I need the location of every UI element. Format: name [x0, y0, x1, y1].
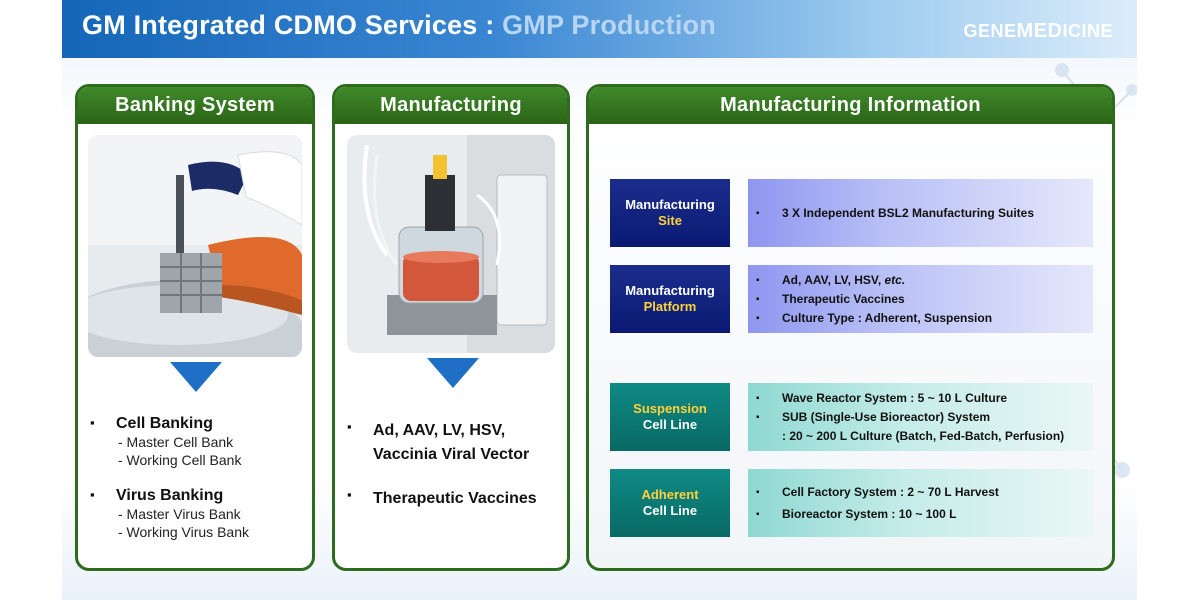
manufacturing-platform-row: Manufacturing Platform ▪ Ad, AAV, LV, HSV…: [610, 265, 1095, 333]
bullet-icon: ▪: [347, 487, 352, 502]
manufacturing-platform-info: ▪ Ad, AAV, LV, HSV, etc. ▪ Therapeutic Vac…: [748, 265, 1093, 333]
bullet-icon: ▪: [756, 412, 760, 423]
label-line-2: Platform: [643, 299, 697, 314]
adherent-cell-line-info: ▪Cell Factory System : 2 ~ 70 L Harvest …: [748, 469, 1093, 537]
manufacturing-information-panel: Manufacturing Information Manufacturing …: [586, 84, 1115, 571]
info-item: Culture Type : Adherent, Suspension: [782, 310, 993, 325]
working-cell-bank: - Working Cell Bank: [118, 452, 242, 468]
master-cell-bank: - Master Cell Bank: [118, 434, 234, 450]
down-arrow-icon: [427, 358, 479, 388]
info-item: Bioreactor System : 10 ~ 100 L: [782, 506, 957, 521]
virus-banking-list: ▪ Virus Banking - Master Virus Bank - Wo…: [90, 487, 249, 541]
manufacturing-information-heading: Manufacturing Information: [589, 87, 1112, 124]
info-item-etc: etc.: [884, 272, 906, 287]
cell-banking-list: ▪ Cell Banking - Master Cell Bank - Work…: [90, 415, 241, 469]
page-title-sub: GMP Production: [502, 10, 716, 40]
page-title: GM Integrated CDMO Services : GMP Produc…: [82, 10, 716, 41]
bullet-icon: ▪: [756, 293, 760, 305]
suspension-cell-line-label: Suspension Cell Line: [610, 383, 730, 451]
viral-vector-item: Ad, AAV, LV, HSV, Vaccinia Viral Vector: [373, 422, 530, 463]
bullet-icon: ▪: [756, 486, 760, 498]
info-item: Wave Reactor System : 5 ~ 10 L Culture: [782, 391, 1008, 405]
label-line-1: Manufacturing: [625, 197, 715, 212]
info-item: Ad, AAV, LV, HSV,: [782, 272, 885, 287]
cell-banking-photo: [88, 135, 302, 357]
info-item: Cell Factory System : 2 ~ 70 L Harvest: [782, 484, 999, 499]
slide: GM Integrated CDMO Services : GMP Produc…: [62, 0, 1137, 600]
therapeutic-vaccines-item: Therapeutic Vaccines: [373, 490, 537, 507]
logo-text-2: MED: [1016, 20, 1063, 42]
down-arrow-icon: [170, 362, 222, 392]
bullet-icon: ▪: [347, 419, 352, 434]
adherent-cell-line-label: Adherent Cell Line: [610, 469, 730, 537]
manufacturing-site-label: Manufacturing Site: [610, 179, 730, 247]
info-item: SUB (Single-Use Bioreactor) System: [782, 410, 991, 424]
adherent-cell-line-row: Adherent Cell Line ▪ Cell Factory System …: [610, 469, 1095, 537]
label-line-2: Site: [658, 213, 682, 228]
banking-system-heading: Banking System: [78, 87, 312, 124]
title-bar: GM Integrated CDMO Services : GMP Produc…: [62, 0, 1137, 58]
manufacturing-platform-label: Manufacturing Platform: [610, 265, 730, 333]
suspension-cell-line-row: Suspension Cell Line ▪ Wave Reactor Syste…: [610, 383, 1095, 451]
manufacturing-heading: Manufacturing: [335, 87, 567, 124]
cell-banking-label: Cell Banking: [116, 415, 213, 432]
bioreactor-photo: [347, 135, 555, 353]
bullet-icon: ▪: [756, 312, 760, 324]
banking-system-panel: Banking System ▪ Cell Banking - Mast: [75, 84, 315, 571]
info-item-continuation: : 20 ~ 200 L Culture (Batch, Fed-Batch, …: [782, 429, 1065, 443]
info-item: 3 X Independent BSL2 Manufacturing Suite…: [782, 205, 1035, 220]
genemedicine-logo: GENEMEDICINE: [964, 20, 1113, 43]
virus-banking-label: Virus Banking: [116, 487, 224, 504]
label-line-1: Manufacturing: [625, 283, 715, 298]
manufacturing-panel: Manufacturing ▪ Ad, AAV, LV, HSV, V: [332, 84, 570, 571]
bullet-icon: ▪: [90, 487, 95, 502]
manufacturing-site-info: ▪ 3 X Independent BSL2 Manufacturing Suit…: [748, 179, 1093, 247]
bullet-icon: ▪: [90, 415, 95, 430]
logo-text-3: ICINE: [1062, 21, 1113, 41]
label-line-2: Cell Line: [642, 417, 698, 432]
bullet-icon: ▪: [756, 393, 760, 404]
label-line-1: Adherent: [641, 487, 699, 502]
bullet-icon: ▪: [756, 508, 760, 520]
info-item: Therapeutic Vaccines: [782, 291, 905, 306]
master-virus-bank: - Master Virus Bank: [118, 506, 241, 522]
manufacturing-list: ▪ Ad, AAV, LV, HSV, Vaccinia Viral Vecto…: [347, 419, 565, 511]
label-line-2: Cell Line: [642, 503, 698, 518]
bullet-icon: ▪: [756, 207, 760, 219]
label-line-1: Suspension: [633, 401, 707, 416]
suspension-cell-line-info: ▪Wave Reactor System : 5 ~ 10 L Culture …: [748, 383, 1093, 451]
manufacturing-site-row: Manufacturing Site ▪ 3 X Independent BSL2…: [610, 179, 1095, 247]
logo-text-1: GENE: [963, 21, 1017, 41]
page-title-main: GM Integrated CDMO Services :: [82, 10, 503, 40]
bullet-icon: ▪: [756, 274, 760, 286]
working-virus-bank: - Working Virus Bank: [118, 524, 249, 540]
